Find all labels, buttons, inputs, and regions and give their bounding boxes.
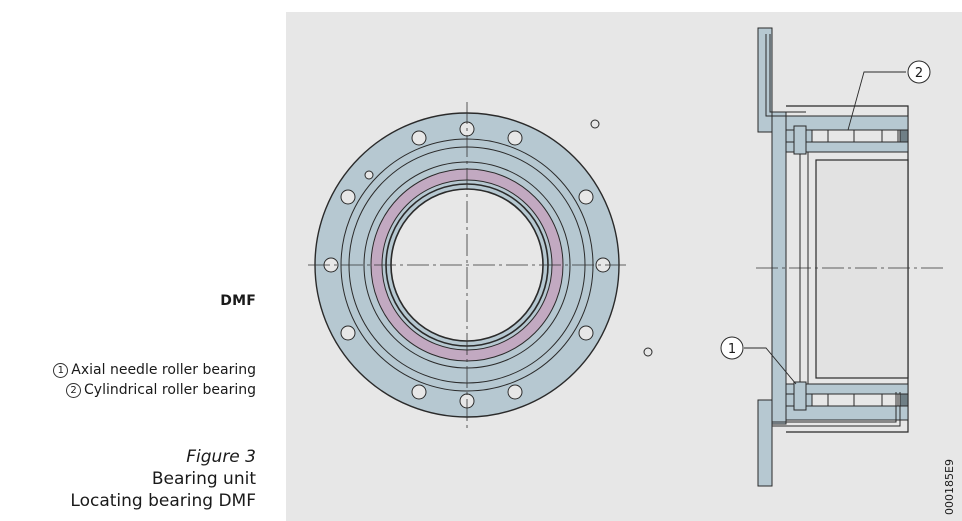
callout-number-1: 1 [53,363,69,378]
callout-2-circle [907,60,931,84]
legend-label-axial-needle: Axial needle roller bearing [71,362,256,378]
callout-1-circle [720,336,744,360]
shaft-body [815,159,909,379]
front-view [308,102,653,428]
legend-label-cylindrical: Cylindrical roller bearing [84,382,256,398]
top-bearing-assembly [785,115,909,155]
callout-1-leader [744,347,797,385]
bolt-hole [411,130,427,146]
seal-top [899,129,909,143]
section-view: 2 1 [720,27,946,487]
bolt-hole [340,325,356,341]
callout-1-label: 1 [728,342,736,357]
lube-hole [643,347,653,357]
bolt-hole [507,384,523,400]
figure-caption: Figure 3 Bearing unit Locating bearing D… [70,446,256,512]
flange-section-bottom [757,399,773,487]
product-code-label: DMF [220,293,256,309]
front-center-lines [308,102,626,428]
figure-title-line-1: Bearing unit [151,469,256,489]
cylindrical-roller [827,393,855,407]
bolt-hole [578,189,594,205]
axial-needle-top [793,125,807,155]
flange-section-top [757,27,773,133]
technical-drawing-panel: 2 1 000185E9 [286,12,962,521]
drawing-id: 000185E9 [943,459,956,515]
cylindrical-roller [827,129,855,143]
callout-number-2: 2 [66,383,82,398]
figure-number: Figure 3 [186,447,256,467]
callout-2-label: 2 [915,66,923,81]
bolt-hole [507,130,523,146]
bolt-hole [340,189,356,205]
axial-needle-bottom [793,381,807,411]
lube-channels [765,34,901,427]
figure-title-line-2: Locating bearing DMF [70,491,256,511]
bolt-hole [411,384,427,400]
lube-hole [364,170,374,180]
bottom-bearing-assembly [785,381,909,421]
bolt-hole [578,325,594,341]
lube-hole [590,119,600,129]
callout-2-leader [847,71,906,131]
seal-bottom [899,393,909,407]
bearing-drawing: 2 1 000185E9 [286,12,962,521]
